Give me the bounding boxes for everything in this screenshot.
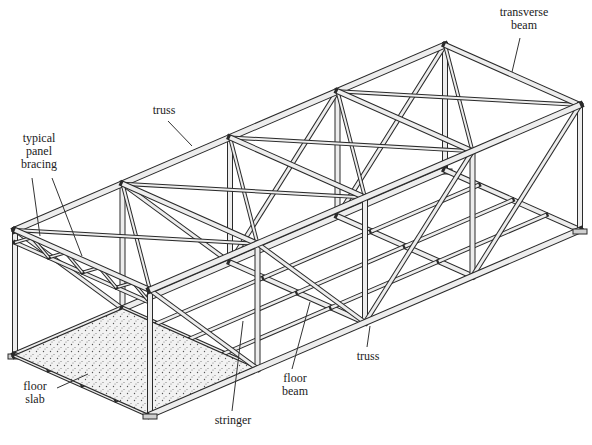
transverse-beam-outline	[445, 45, 580, 105]
truss-diagonal	[150, 290, 258, 369]
transverse-beam-outline	[338, 91, 473, 151]
top-bracing-outline	[15, 230, 258, 244]
part-label: floor beam	[272, 372, 318, 398]
truss-top-chord	[15, 45, 445, 230]
portal-top-beam-outline	[15, 230, 150, 290]
truss-vertical	[578, 105, 582, 230]
stringer-outline	[156, 278, 264, 324]
transverse-beam	[230, 138, 365, 198]
bearing-plate	[143, 414, 157, 419]
top-bracing-outline	[123, 184, 366, 198]
truss-vertical	[471, 151, 475, 276]
leader-line	[292, 302, 310, 369]
part-label: stringer	[210, 414, 256, 427]
truss-diagonal-outline	[258, 244, 366, 323]
truss-diagonal	[258, 244, 366, 323]
leader-line	[232, 321, 243, 411]
stringer	[156, 278, 264, 324]
bridge-members	[8, 45, 587, 419]
truss-vertical	[363, 198, 367, 323]
truss-vertical-outline	[577, 105, 583, 230]
transverse-beam-outline	[123, 184, 258, 244]
portal-lower-chord-outline	[15, 243, 150, 303]
transverse-beam	[338, 91, 473, 151]
leader-line	[32, 178, 40, 236]
part-label: floor slab	[14, 380, 56, 406]
truss-vertical-outline	[255, 244, 261, 369]
truss-bottom-chord	[150, 230, 580, 415]
leader-line	[168, 121, 192, 146]
part-label: truss	[148, 104, 180, 117]
truss-vertical-outline	[362, 198, 368, 323]
top-bracing-outline	[230, 138, 473, 152]
leader-line	[52, 178, 82, 256]
truss-top-chord-outline	[150, 105, 580, 290]
truss-vertical	[148, 290, 152, 415]
top-bracing	[230, 138, 473, 152]
truss-vertical-outline	[470, 151, 476, 276]
portal-top-beam	[15, 230, 150, 290]
bearing-plate	[573, 229, 587, 234]
floor-slab	[15, 309, 258, 415]
top-bracing-outline	[338, 91, 581, 105]
leader-lines	[32, 38, 520, 411]
truss-top-chord	[150, 105, 580, 290]
stringer-outline	[264, 231, 372, 277]
transverse-beam	[445, 45, 580, 105]
part-label: transverse beam	[492, 6, 556, 32]
truss-vertical	[13, 230, 17, 355]
part-label: typical panel bracing	[10, 132, 68, 172]
leader-line	[367, 326, 370, 347]
truss-vertical-outline	[147, 290, 153, 415]
leader-line	[57, 374, 88, 388]
portal-lower-chord	[15, 243, 150, 303]
stringer	[264, 231, 372, 277]
top-bracing	[15, 230, 258, 244]
leader-line	[512, 38, 520, 72]
truss-top-chord-outline	[15, 45, 445, 230]
top-bracing	[123, 184, 366, 198]
truss-bottom-chord-outline	[150, 230, 580, 415]
truss-diagonal-outline	[150, 290, 258, 369]
transverse-beam	[123, 184, 258, 244]
transverse-beam-outline	[230, 138, 365, 198]
truss-vertical	[256, 244, 260, 369]
top-bracing	[338, 91, 581, 105]
part-label: truss	[352, 350, 384, 363]
truss-vertical-outline	[12, 230, 18, 355]
